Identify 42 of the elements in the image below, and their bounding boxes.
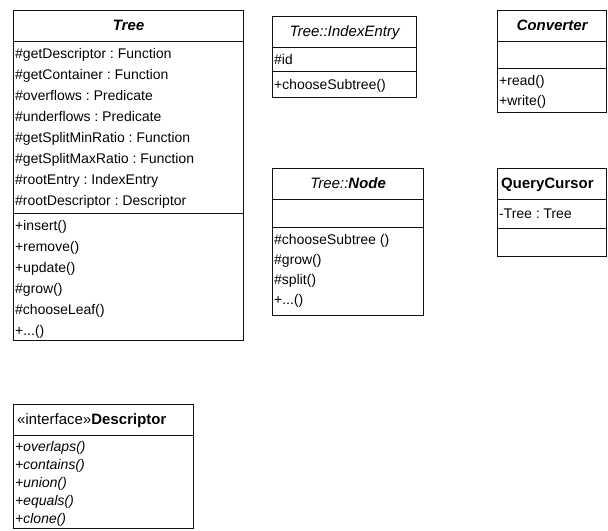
class-name: Tree (112, 16, 146, 36)
member-text: +update() (15, 258, 76, 277)
member-text: #chooseLeaf() (15, 300, 106, 319)
class-name: Tree::Node (309, 174, 387, 194)
member-text: #getDescriptor : Function (15, 44, 172, 63)
member-text: #overflows : Predicate (15, 86, 154, 105)
member-text: +...() (15, 321, 46, 340)
member-text: +...() (274, 290, 304, 309)
member-text: +write() (499, 91, 548, 110)
class-box (13, 10, 244, 341)
member-text: +insert() (15, 216, 68, 235)
member-text: #getSplitMinRatio : Function (15, 128, 192, 147)
class-box (272, 168, 424, 316)
member-text: +union() (15, 473, 68, 491)
class-box (497, 168, 607, 257)
class-box (497, 10, 607, 113)
member-text: #rootDescriptor : Descriptor (15, 191, 188, 210)
member-text: +clone() (15, 509, 67, 527)
member-text: #underflows : Predicate (15, 107, 162, 126)
member-text: #split() (274, 270, 318, 289)
member-text: #grow() (15, 279, 64, 298)
class-box (272, 16, 417, 98)
class-box (13, 404, 194, 529)
class-name: Tree::IndexEntry (288, 22, 401, 42)
member-text: #chooseSubtree () (274, 230, 390, 249)
class-name: QueryCursor (500, 174, 595, 194)
member-text: +contains() (15, 455, 86, 473)
member-text: +overlaps() (15, 437, 86, 455)
member-text: +remove() (15, 237, 80, 256)
member-text: #getContainer : Function (15, 65, 170, 84)
class-name: Converter (516, 16, 590, 36)
class-compartment (14, 435, 193, 528)
member-text: #rootEntry : IndexEntry (15, 170, 160, 189)
member-text: +equals() (15, 491, 75, 509)
class-compartment (14, 213, 243, 340)
member-text: -Tree : Tree (499, 204, 573, 223)
member-text: #id (274, 50, 294, 69)
member-text: +read() (499, 71, 546, 90)
member-text: +chooseSubtree() (274, 75, 387, 94)
class-name: «interface»Descriptor (16, 410, 168, 430)
member-text: #grow() (274, 250, 322, 269)
member-text: #getSplitMaxRatio : Function (15, 149, 195, 168)
